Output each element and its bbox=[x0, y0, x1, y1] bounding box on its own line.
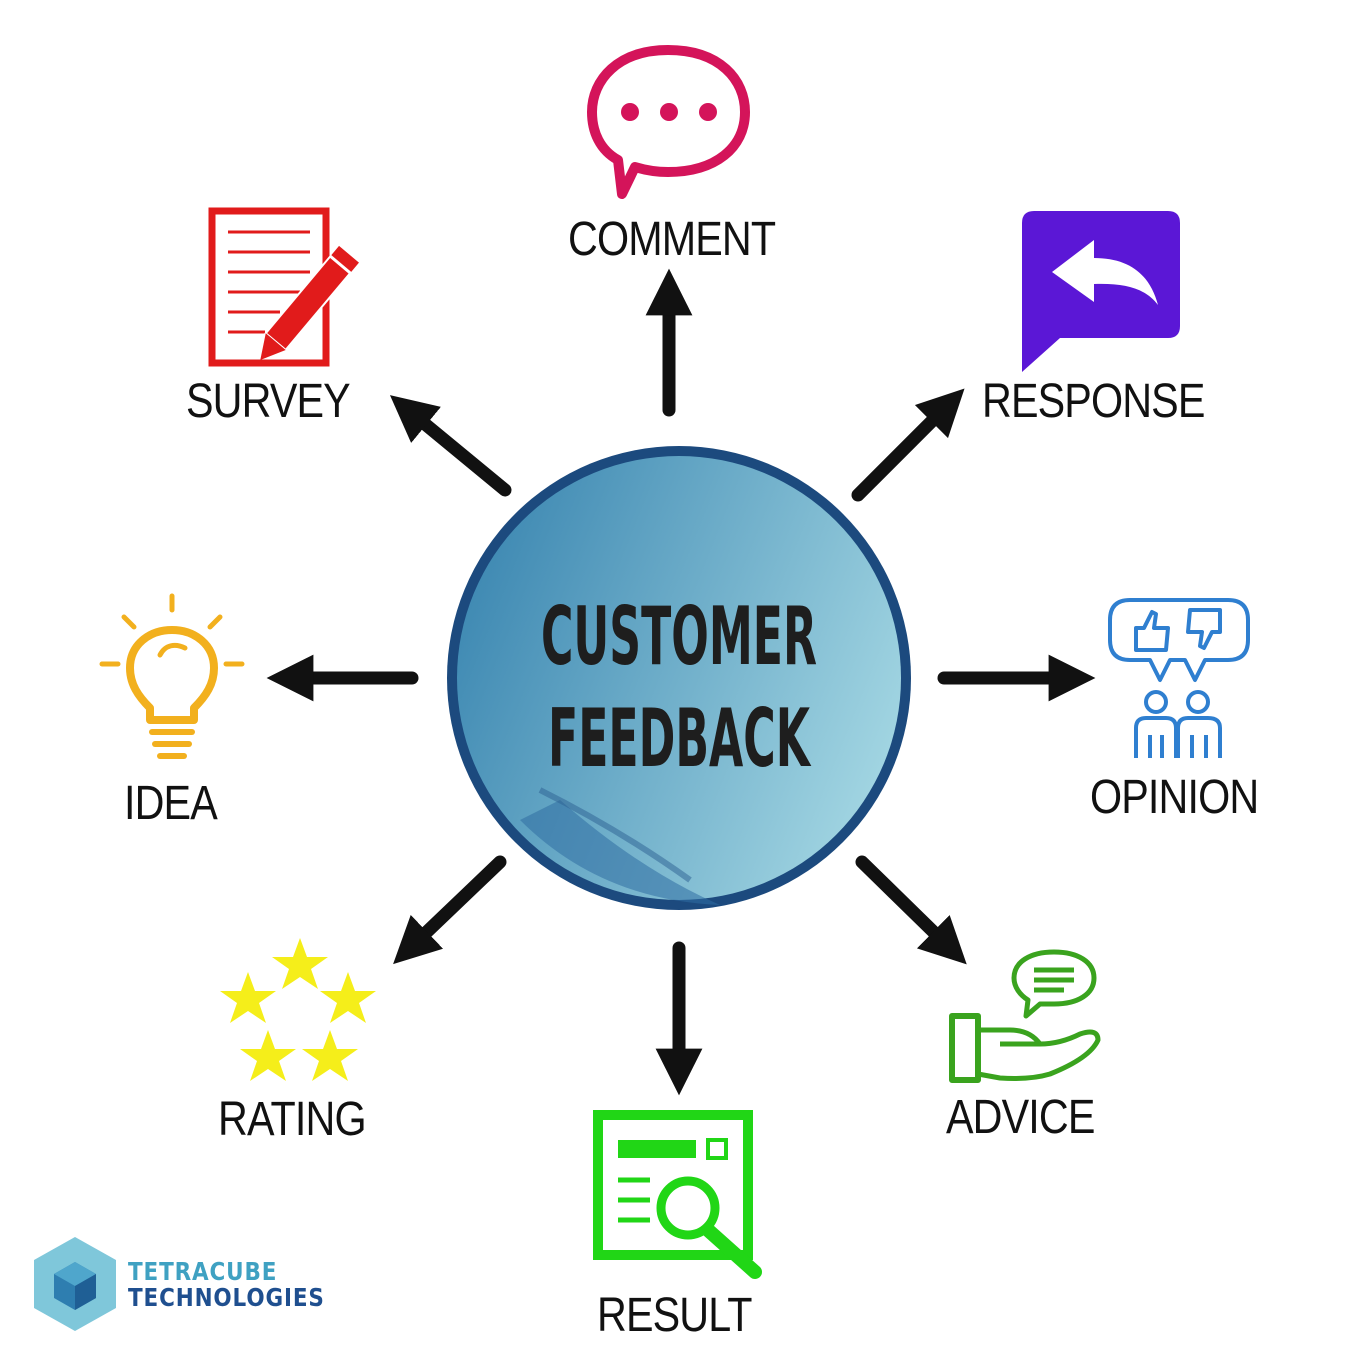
logo-line2: TECHNOLOGIES bbox=[128, 1283, 325, 1312]
center-title-line1: CUSTOMER bbox=[541, 590, 817, 683]
label-result: RESULT bbox=[597, 1289, 752, 1342]
document-pencil-icon bbox=[208, 207, 359, 367]
people-thumbs-icon bbox=[1108, 598, 1250, 758]
tetracube-logo-icon bbox=[34, 1237, 116, 1331]
stars-ring-icon bbox=[220, 938, 376, 1081]
label-idea: IDEA bbox=[124, 777, 218, 830]
reply-arrow-bubble-icon bbox=[1022, 211, 1180, 372]
arrows bbox=[266, 268, 1096, 1096]
label-advice: ADVICE bbox=[946, 1091, 1095, 1144]
lightbulb-icon bbox=[99, 593, 245, 759]
logo-line1: TETRACUBE bbox=[128, 1257, 278, 1286]
hand-chat-icon bbox=[949, 949, 1101, 1083]
arrow-to-rating bbox=[393, 855, 507, 965]
label-survey: SURVEY bbox=[186, 375, 351, 428]
label-opinion: OPINION bbox=[1090, 771, 1259, 824]
label-response: RESPONSE bbox=[982, 375, 1205, 428]
label-comment: COMMENT bbox=[568, 213, 776, 266]
center-orb: CUSTOMER FEEDBACK bbox=[447, 446, 911, 910]
document-search-icon bbox=[593, 1110, 762, 1279]
arrow-to-survey bbox=[389, 395, 512, 497]
center-title-line2: FEEDBACK bbox=[548, 692, 812, 785]
arrow-to-advice bbox=[855, 855, 967, 965]
label-rating: RATING bbox=[218, 1093, 367, 1146]
speech-bubble-dots-icon bbox=[587, 45, 750, 199]
arrow-to-response bbox=[851, 388, 965, 502]
